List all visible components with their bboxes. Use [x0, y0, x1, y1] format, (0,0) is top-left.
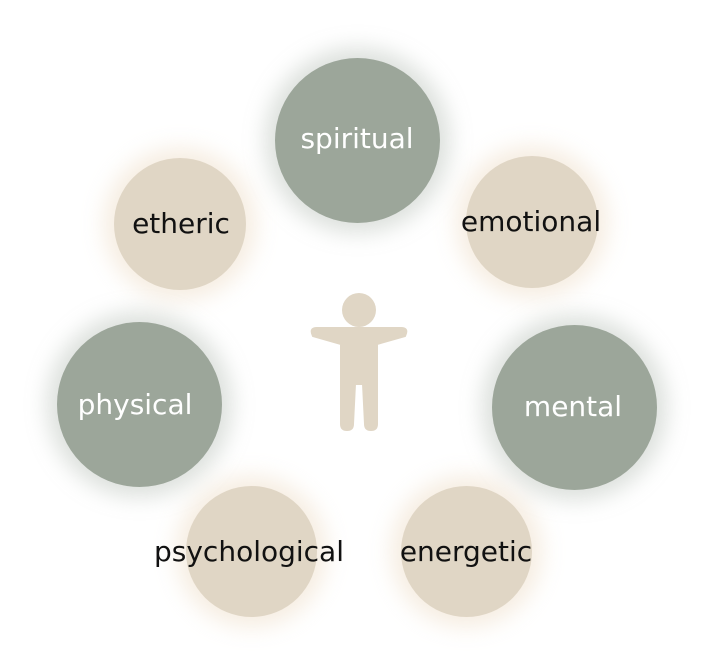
mental-label: mental [523, 390, 623, 423]
spiritual-circle [275, 58, 440, 223]
emotional-circle [466, 156, 598, 288]
psychological-circle [186, 486, 317, 617]
physical-label: physical [77, 388, 193, 421]
energetic-label: energetic [399, 535, 533, 568]
physical-circle [57, 322, 222, 487]
energetic-circle [401, 486, 532, 617]
mental-circle [492, 325, 657, 490]
person-icon [310, 293, 408, 431]
emotional-label: emotional [460, 205, 602, 238]
etheric-circle [114, 158, 246, 290]
psychological-label: psychological [154, 535, 344, 568]
etheric-label: etheric [132, 207, 230, 240]
spiritual-label: spiritual [300, 122, 414, 155]
